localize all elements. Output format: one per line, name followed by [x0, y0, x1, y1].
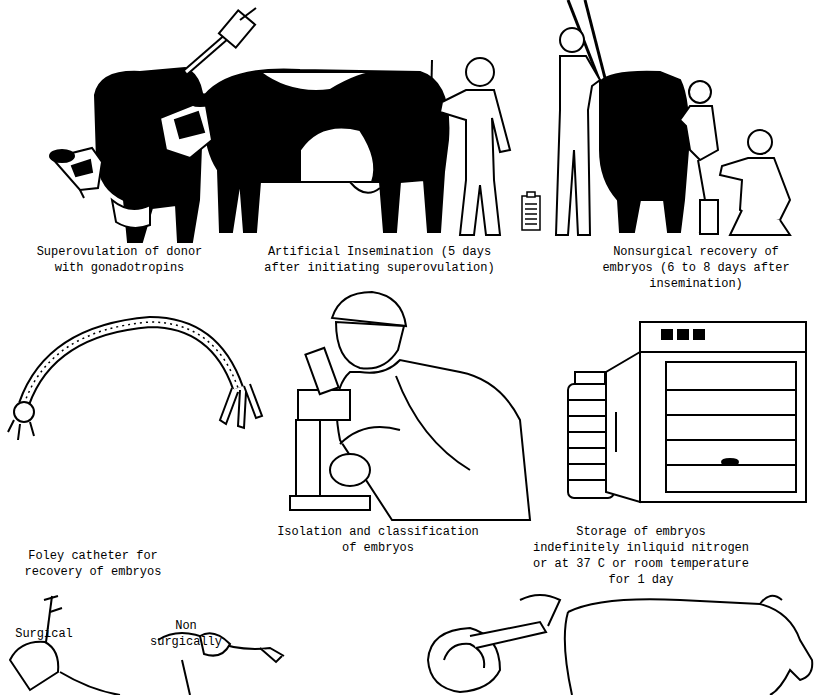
foley-catheter-part [14, 402, 34, 422]
recovery-team [556, 28, 790, 235]
recovery-team-part [748, 130, 772, 154]
recipient-cow-part [565, 599, 812, 695]
clipboard-part [522, 196, 540, 230]
incubator-part [640, 322, 806, 352]
technician-part [440, 90, 510, 235]
rectal-palpation [428, 595, 560, 692]
caption-label: Superovulation of donor with gonadotropi… [32, 244, 207, 276]
caption-label: Artificial Insemination (5 days after in… [262, 244, 497, 276]
incubator-part [662, 330, 672, 339]
rectal-palpation-part [520, 595, 560, 626]
caption-label: Foley catheter for recovery of embryos [18, 548, 168, 580]
microscopist-part [298, 390, 350, 420]
incubator [606, 322, 806, 502]
incubator-part [606, 352, 640, 502]
foley-catheter-part [8, 420, 34, 440]
incubator-part [678, 330, 688, 339]
foley-catheter-part [220, 384, 262, 428]
clipboard-part [525, 218, 537, 220]
microscopist-part [330, 454, 370, 486]
clipboard-part [525, 223, 537, 225]
gonadotropin-syringe [186, 8, 256, 72]
incubator-part [640, 352, 806, 502]
caption-label: Isolation and classification of embryos [272, 524, 484, 556]
microscopist-part [340, 427, 400, 444]
inseminated-cow-part [205, 70, 448, 232]
inseminated-cow-part [300, 128, 374, 183]
surgical-recovery [10, 596, 120, 695]
nonsurgical-recovery-part [182, 660, 190, 695]
microscopist [290, 292, 530, 520]
gonadotropin-syringe-part [219, 10, 255, 47]
clipboard-part [527, 192, 535, 197]
incubator-part [615, 412, 617, 452]
technician-part [428, 60, 432, 232]
clipboard-part [525, 208, 537, 210]
donor-cow-part [50, 150, 74, 162]
caption-label: Nonsurgical recovery of embryos (6 to 8 … [596, 244, 796, 292]
inseminated-cow-part [260, 72, 380, 91]
caption-label: Surgical [4, 626, 84, 642]
surgical-recovery-part [10, 642, 58, 690]
foley-catheter-part [24, 322, 238, 404]
nitrogen-tank-part [575, 372, 605, 384]
microscopist-part [332, 292, 406, 326]
surgical-recovery-part [60, 672, 120, 695]
incubator-part [666, 439, 796, 441]
inseminated-cow-part [160, 100, 212, 158]
recovery-team-part [560, 28, 584, 52]
inseminated-cow [160, 70, 448, 232]
gonadotropin-syringe-part [240, 8, 256, 20]
donor-cow-part [112, 200, 150, 228]
incubator-part [694, 330, 704, 339]
recovery-cow-part [600, 72, 688, 232]
technician [428, 58, 510, 235]
inseminated-cow-part [350, 182, 380, 193]
microscopist-part [296, 420, 320, 500]
recipient-cow-part [760, 596, 782, 604]
foley-catheter-part [24, 322, 238, 404]
incubator-part [722, 459, 738, 465]
microscopist-part [396, 376, 470, 470]
recovery-team-part [720, 158, 790, 222]
microscopist-part [290, 496, 370, 510]
foley-catheter-part [24, 322, 238, 404]
clipboard-part [525, 213, 537, 215]
microscopist-part [336, 322, 404, 369]
caption-label: Non surgically [146, 618, 226, 650]
recovery-team-part [689, 81, 711, 103]
microscopist-part [305, 348, 338, 394]
incubator-part [666, 414, 796, 416]
recovery-team-part [680, 106, 718, 160]
donor-cow-part [80, 190, 84, 198]
rectal-palpation-part [470, 622, 546, 648]
clipboard-part [525, 203, 537, 205]
recovery-team-part [556, 56, 600, 235]
inseminated-cow-part [175, 112, 204, 138]
foley-catheter [8, 322, 262, 440]
donor-cow-part [72, 160, 92, 176]
clipboard [522, 192, 540, 230]
caption-label: Storage of embryos indefinitely inliquid… [530, 524, 752, 588]
surgical-recovery-part [44, 596, 62, 612]
technician-part [466, 58, 494, 86]
incubator-part [666, 389, 796, 391]
nonsurgical-recovery-part [260, 648, 282, 662]
recovery-team-part [700, 200, 718, 234]
incubator-part [666, 362, 796, 492]
recovery-team-part [730, 210, 790, 235]
inseminated-cow-part [188, 94, 212, 106]
recipient-cow [565, 596, 812, 695]
